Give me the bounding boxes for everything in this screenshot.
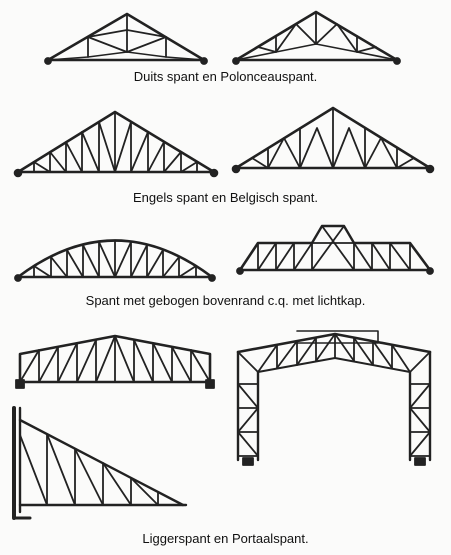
portal-frame-truss bbox=[236, 330, 432, 466]
curved-top-chord-truss bbox=[14, 239, 216, 282]
caption-ligger-portaal: Liggerspant en Portaalspant. bbox=[142, 531, 309, 546]
duits-spant-truss bbox=[44, 12, 208, 65]
cantilever-wall-truss bbox=[12, 406, 188, 520]
engels-spant-truss bbox=[13, 110, 219, 178]
caption-duits-polonceau: Duits spant en Polonceauspant. bbox=[133, 69, 318, 84]
ligger-frame-truss bbox=[15, 334, 215, 389]
polonceau-truss bbox=[232, 10, 401, 65]
caption-engels-belgisch: Engels spant en Belgisch spant. bbox=[132, 190, 318, 205]
skylight-truss bbox=[236, 224, 434, 275]
caption-curved-lichtkap: Spant met gebogen bovenrand c.q. met lic… bbox=[85, 293, 366, 308]
belgisch-spant-truss bbox=[231, 106, 435, 174]
